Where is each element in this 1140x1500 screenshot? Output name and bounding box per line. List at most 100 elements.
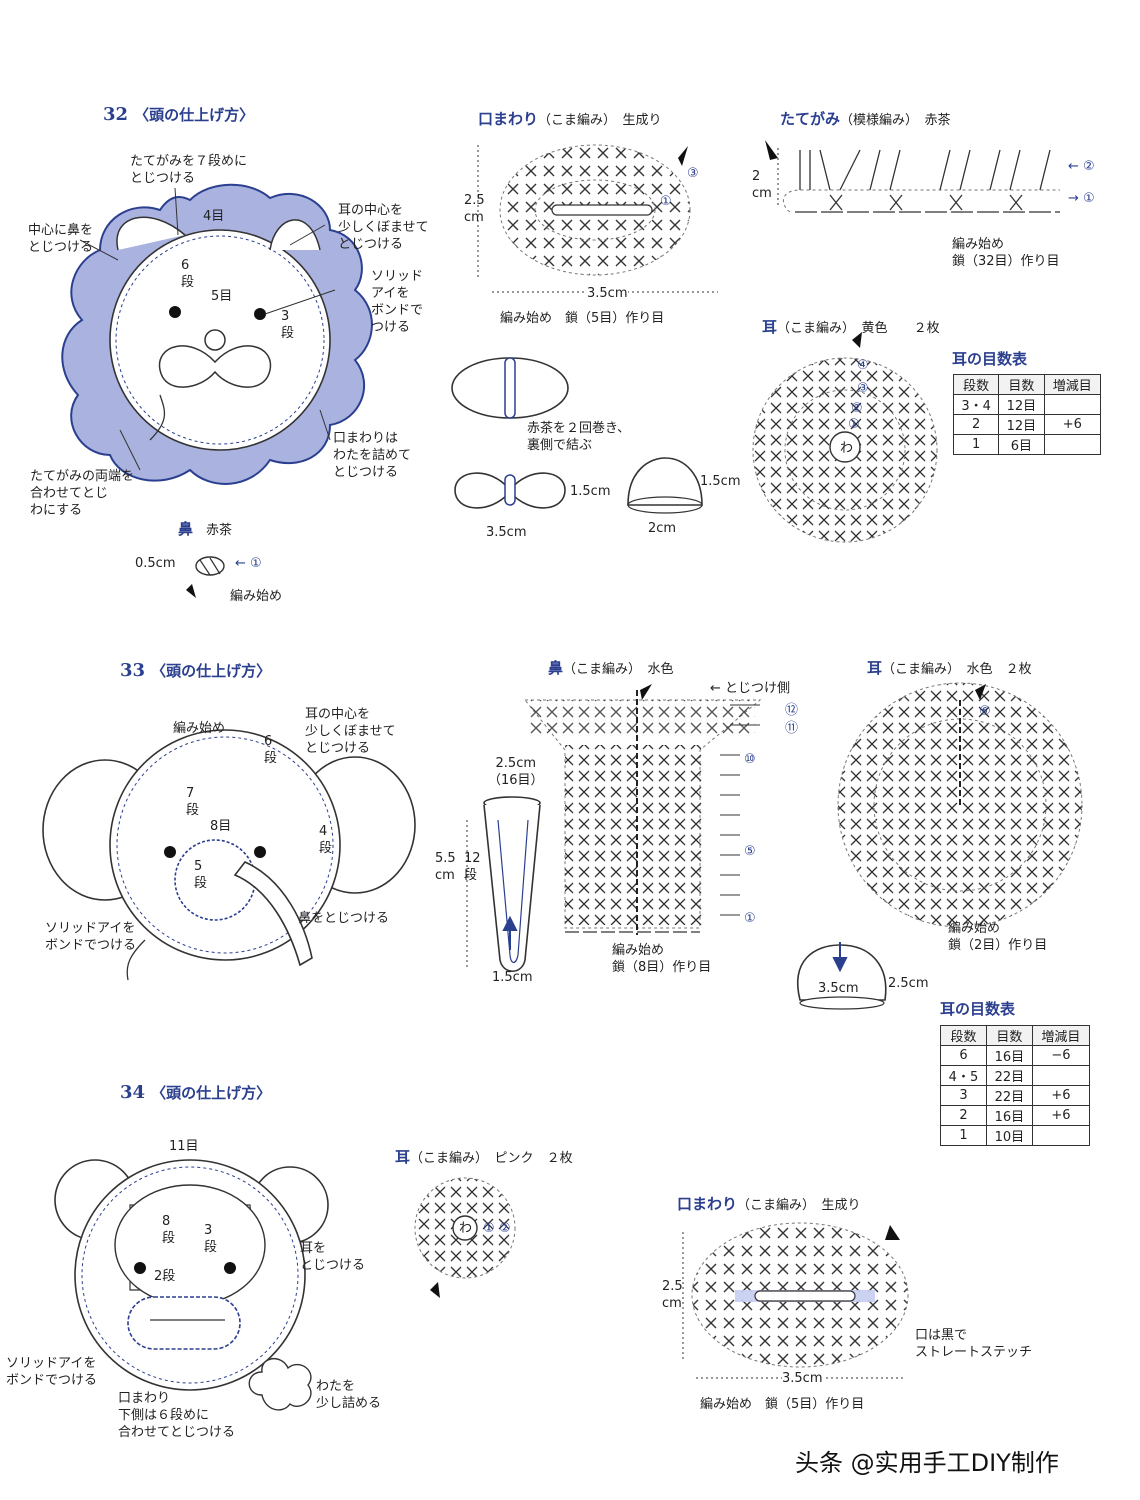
nose-tube-width: 2.5cm （16目） bbox=[488, 756, 544, 788]
ear-32-ring: わ bbox=[840, 441, 854, 456]
ear-32-table-title: 耳の目数表 bbox=[952, 350, 1028, 368]
nose-tube-bottom: 1.5cm bbox=[492, 970, 533, 985]
label-33-solid-eye: ソリッドアイを ボンドでつける bbox=[45, 921, 137, 953]
mane-start: 編み始め 鎖（32目）作り目 bbox=[952, 237, 1060, 269]
label-mane-row7: たてがみを７段めに とじつける bbox=[130, 154, 248, 186]
elephant-nose-chart bbox=[523, 684, 762, 935]
ear-32-round4: ④ bbox=[857, 358, 869, 373]
nose-33-heading: 鼻（こま編み） 水色 bbox=[548, 659, 674, 677]
nose-33-round10: ⑩ bbox=[744, 752, 756, 767]
label-34-stuff: わたを 少し詰める bbox=[316, 1379, 382, 1411]
label-34-11stitches: 11目 bbox=[169, 1139, 199, 1154]
label-row6: 6 段 bbox=[181, 258, 195, 290]
mouth-34-width: 3.5cm bbox=[782, 1370, 823, 1387]
ear-32-round3: ③ bbox=[857, 381, 869, 396]
lion-mouth-chart bbox=[477, 144, 718, 293]
mouth-width: 3.5cm bbox=[587, 285, 628, 302]
section-34-heading: 34〈頭の仕上げ方〉 bbox=[120, 1082, 272, 1103]
ear-33-start: 編み始め 鎖（2目）作り目 bbox=[948, 921, 1048, 953]
shape-w1: 3.5cm bbox=[486, 525, 527, 540]
label-4-stitches: 4目 bbox=[203, 209, 225, 224]
nose-size: 0.5cm bbox=[135, 556, 176, 571]
shape-h2: 1.5cm bbox=[700, 474, 741, 489]
nose-33-round5: ⑤ bbox=[744, 844, 756, 859]
mouth-height: 2.5 cm bbox=[464, 193, 485, 225]
nose-round1: ← ① bbox=[235, 556, 262, 571]
mane-heading: たてがみ（模様編み） 赤茶 bbox=[780, 110, 951, 128]
ear-32-round1: ① bbox=[848, 417, 860, 432]
ear-32-round2: ② bbox=[851, 401, 863, 416]
label-33-row4: 4 段 bbox=[319, 824, 333, 856]
shape-w2: 2cm bbox=[648, 521, 677, 536]
ear-33-dome-width: 3.5cm bbox=[818, 981, 859, 996]
label-34-row2: 2段 bbox=[154, 1269, 176, 1284]
label-33-8stitches: 8目 bbox=[210, 819, 232, 834]
lion-nose bbox=[204, 329, 226, 351]
watermark: 头条 @实用手工DIY制作 bbox=[795, 1449, 1059, 1477]
elephant-ear-chart bbox=[797, 682, 1083, 1010]
lion-eye-left bbox=[169, 306, 181, 318]
monkey-ear-chart bbox=[414, 1177, 516, 1298]
mouth-32-heading: 口まわり（こま編み） 生成り bbox=[478, 110, 662, 128]
mane-round2: ← ② bbox=[1068, 159, 1095, 174]
label-33-start: 編み始め bbox=[173, 721, 226, 736]
lion-mouth-shapes bbox=[451, 357, 703, 514]
nose-start: 編み始め bbox=[230, 589, 283, 604]
section-33-heading: 33〈頭の仕上げ方〉 bbox=[120, 660, 272, 681]
ear-33-table-title: 耳の目数表 bbox=[940, 1000, 1016, 1018]
label-34-solid-eye: ソリッドアイを ボンドでつける bbox=[6, 1356, 98, 1388]
elephant-head-diagram bbox=[42, 729, 416, 981]
monkey-eye-right bbox=[224, 1262, 236, 1274]
mane-round1: → ① bbox=[1068, 191, 1095, 206]
lion-ear-right bbox=[269, 219, 321, 251]
nose-tube-rows: 12 段 bbox=[464, 851, 481, 883]
shape-h1: 1.5cm bbox=[570, 484, 611, 499]
label-row3: 3 段 bbox=[281, 309, 295, 341]
nose-33-round1: ① bbox=[744, 911, 756, 926]
lion-nose-pattern bbox=[186, 556, 225, 598]
ear-32-heading: 耳（こま編み） 黄色 ２枚 bbox=[762, 318, 940, 336]
mouth-34-heading: 口まわり（こま編み） 生成り bbox=[677, 1195, 861, 1213]
monkey-mouth bbox=[127, 1296, 241, 1350]
nose-33-closing-side: ← とじつけ側 bbox=[710, 681, 791, 696]
label-ear-center: 耳の中心を 少しくぼませて とじつける bbox=[338, 203, 429, 252]
mouth-round3: ③ bbox=[687, 166, 699, 181]
label-33-row7: 7 段 bbox=[186, 786, 200, 818]
elephant-eye-right bbox=[254, 846, 266, 858]
lion-head-diagram bbox=[61, 183, 373, 485]
ear-34-round1: ① bbox=[483, 1221, 495, 1236]
nose-32-heading: 鼻 赤茶 bbox=[178, 520, 233, 538]
mouth-34-stitch-note: 口は黒で ストレートステッチ bbox=[915, 1328, 1033, 1360]
mouth-start: 編み始め 鎖（5目）作り目 bbox=[500, 311, 665, 326]
label-5-stitches: 5目 bbox=[211, 289, 233, 304]
nose-33-round12: ⑫ bbox=[785, 703, 799, 718]
ear-33-round6: ⑥ bbox=[979, 704, 991, 719]
elephant-eye-left bbox=[164, 846, 176, 858]
lion-mouth bbox=[158, 345, 272, 388]
label-34-row3: 3 段 bbox=[204, 1223, 218, 1255]
label-34-row8: 8 段 bbox=[162, 1214, 176, 1246]
ear-34-heading: 耳（こま編み） ピンク ２枚 bbox=[395, 1148, 573, 1166]
label-33-ear-center: 耳の中心を 少しくぼませて とじつける bbox=[305, 707, 396, 756]
label-34-ear-attach: 耳を とじつける bbox=[300, 1241, 366, 1273]
elephant-trunk bbox=[233, 861, 313, 967]
mane-height: 2 cm bbox=[752, 169, 772, 201]
label-34-mouth: 口まわり 下側は６段めに 合わせてとじつける bbox=[118, 1391, 236, 1440]
label-33-nose-attach: 鼻をとじつける bbox=[298, 911, 390, 926]
stuffing-cloud bbox=[248, 1358, 312, 1411]
label-mane-ends: たてがみの両端を 合わせてとじ わにする bbox=[30, 469, 135, 518]
mouth-34-start: 編み始め 鎖（5目）作り目 bbox=[700, 1397, 865, 1412]
nose-33-start: 編み始め 鎖（8目）作り目 bbox=[612, 943, 712, 975]
ear-34-round2: ② bbox=[499, 1221, 511, 1236]
elephant-nose-tube bbox=[466, 796, 541, 973]
label-33-row5: 5 段 bbox=[194, 859, 208, 891]
label-nose-center: 中心に鼻を とじつける bbox=[28, 223, 94, 255]
wrap-note: 赤茶を２回巻き、 裏側で結ぶ bbox=[527, 421, 631, 453]
monkey-mouth-chart bbox=[682, 1222, 909, 1379]
lion-ear-left bbox=[116, 216, 186, 251]
mouth-round1: ① bbox=[660, 194, 672, 209]
label-33-row6: 6 段 bbox=[264, 734, 278, 766]
